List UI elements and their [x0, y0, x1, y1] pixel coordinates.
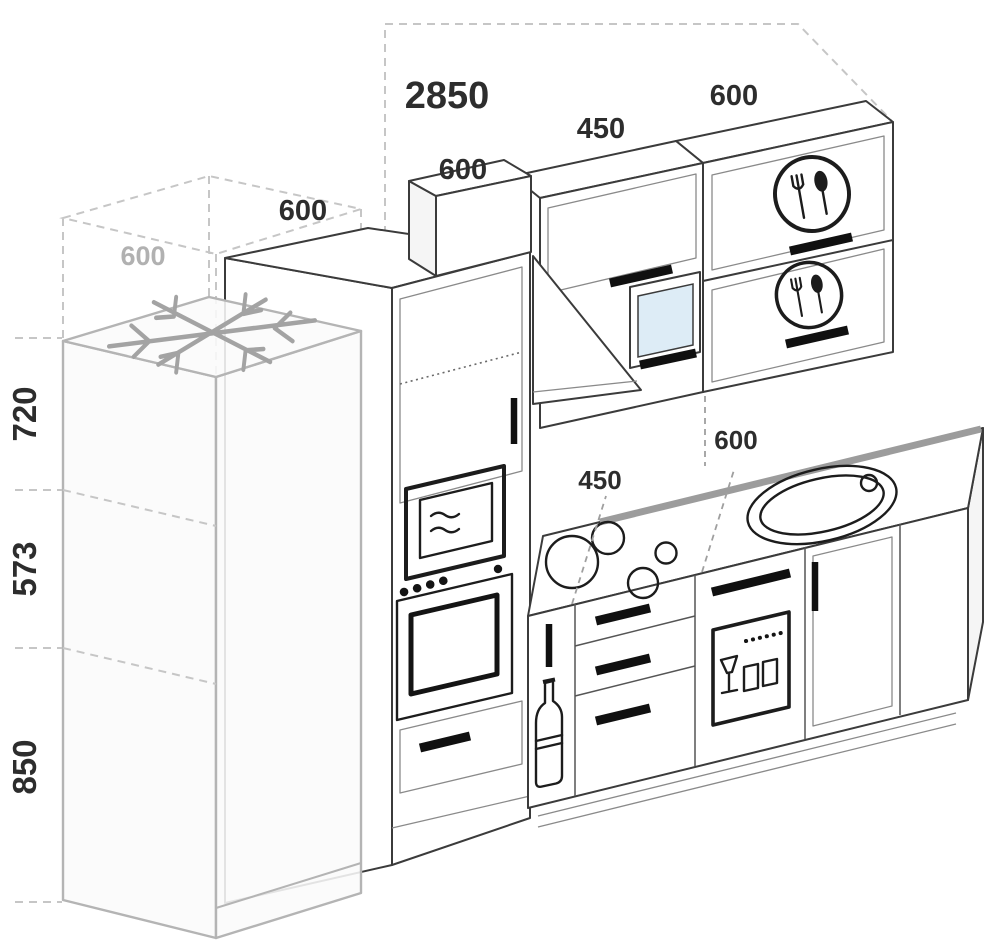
dim-tall-unit-width: 600 [279, 195, 327, 227]
wine-bottle-icon [534, 677, 564, 788]
drawer-handle [418, 731, 472, 753]
fridge-front [214, 329, 363, 940]
microwave-icon [404, 464, 506, 581]
dim-overall-width: 2850 [405, 75, 490, 117]
tall-unit-door [399, 266, 523, 504]
dim-height-573: 573 [6, 541, 43, 596]
niche-handle [639, 348, 697, 370]
shelf-dotted-line [399, 351, 523, 385]
dim-wall-unit-450: 450 [577, 113, 625, 145]
dishwasher-handle [710, 568, 792, 597]
fridge [61, 292, 363, 940]
fridge-side [61, 339, 218, 940]
hood-lip [532, 380, 638, 393]
microwave-screen [637, 283, 694, 358]
toe-kick-line [537, 723, 957, 828]
wall-unit-600-door-lower [711, 248, 885, 383]
oven-knob [493, 564, 503, 574]
dishwasher-icon [711, 610, 791, 727]
wall-unit-600-front [702, 121, 894, 393]
hood-unit-front [435, 175, 532, 277]
cup [742, 662, 760, 693]
wall-unit-600-door-upper [711, 135, 885, 271]
sink-icon [746, 464, 898, 546]
wall-unit-450-door [547, 173, 697, 294]
door-handle [789, 232, 853, 256]
oven-icon [395, 572, 514, 722]
worktop-zone-guides [571, 396, 735, 605]
dim-worktop-600: 600 [714, 425, 757, 455]
snowflake-icon [106, 292, 318, 375]
tall-unit-front [391, 251, 531, 866]
tall-unit-drawer [399, 700, 523, 794]
dim-fridge-clearance: 600 [120, 241, 165, 271]
microwave-waves [429, 511, 461, 534]
door-handle [609, 264, 673, 288]
dimension-labels: 2850 600 600 600 450 600 450 600 720 573… [6, 75, 758, 795]
hood-unit-side [408, 180, 437, 277]
worktop-and-base-units [527, 396, 984, 828]
dim-height-850: 850 [6, 739, 43, 794]
hood-unit-box [408, 159, 532, 277]
drawer-handle [594, 703, 652, 726]
glass [719, 654, 739, 695]
dim-worktop-450: 450 [578, 465, 621, 495]
dim-height-720: 720 [6, 386, 43, 441]
cooker-hood-icon [532, 255, 642, 405]
wall-unit-600-divider [702, 239, 894, 282]
toe-kick-line [537, 712, 957, 817]
wall-unit-600 [675, 100, 894, 393]
fridge-clearance-guide [59, 174, 365, 377]
drawer-handle [594, 653, 652, 676]
sink-drain [859, 473, 879, 493]
drawer-handle [594, 603, 652, 626]
drawer-divider [574, 615, 696, 647]
splashback-band [599, 425, 982, 526]
dishwasher-dots [744, 631, 783, 643]
overall-width-guide [384, 23, 892, 234]
fridge-door-gap [215, 862, 362, 909]
dim-hood-unit-width: 600 [439, 154, 487, 186]
base-door [812, 536, 893, 727]
drawer-divider [574, 665, 696, 697]
dim-wall-unit-600: 600 [710, 80, 758, 112]
door-handle [785, 325, 849, 349]
microwave-icon [629, 271, 701, 370]
plinth-line [391, 795, 531, 829]
cup [761, 657, 779, 688]
